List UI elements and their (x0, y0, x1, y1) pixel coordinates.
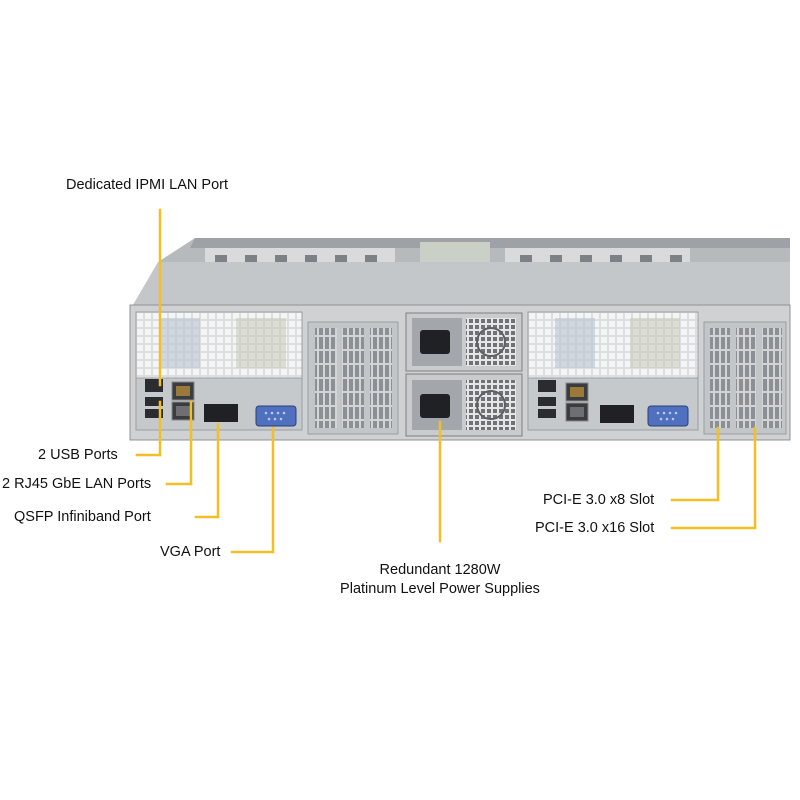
rj45-lan-ports-label: 2 RJ45 GbE LAN Ports (2, 476, 152, 492)
qsfp-port-label: QSFP Infiniband Port (14, 509, 151, 525)
power-supplies-label-line2: Platinum Level Power Supplies (340, 581, 540, 597)
usb-ports-label: 2 USB Ports (38, 447, 118, 463)
pcie-x16-slot-label: PCI-E 3.0 x16 Slot (535, 520, 655, 536)
ipmi-lan-port-label: Dedicated IPMI LAN Port (66, 177, 228, 193)
pcie-x8-slot-label: PCI-E 3.0 x8 Slot (543, 492, 655, 508)
vga-port-label: VGA Port (160, 544, 221, 560)
power-supplies-label-line1: Redundant 1280W (379, 562, 501, 578)
